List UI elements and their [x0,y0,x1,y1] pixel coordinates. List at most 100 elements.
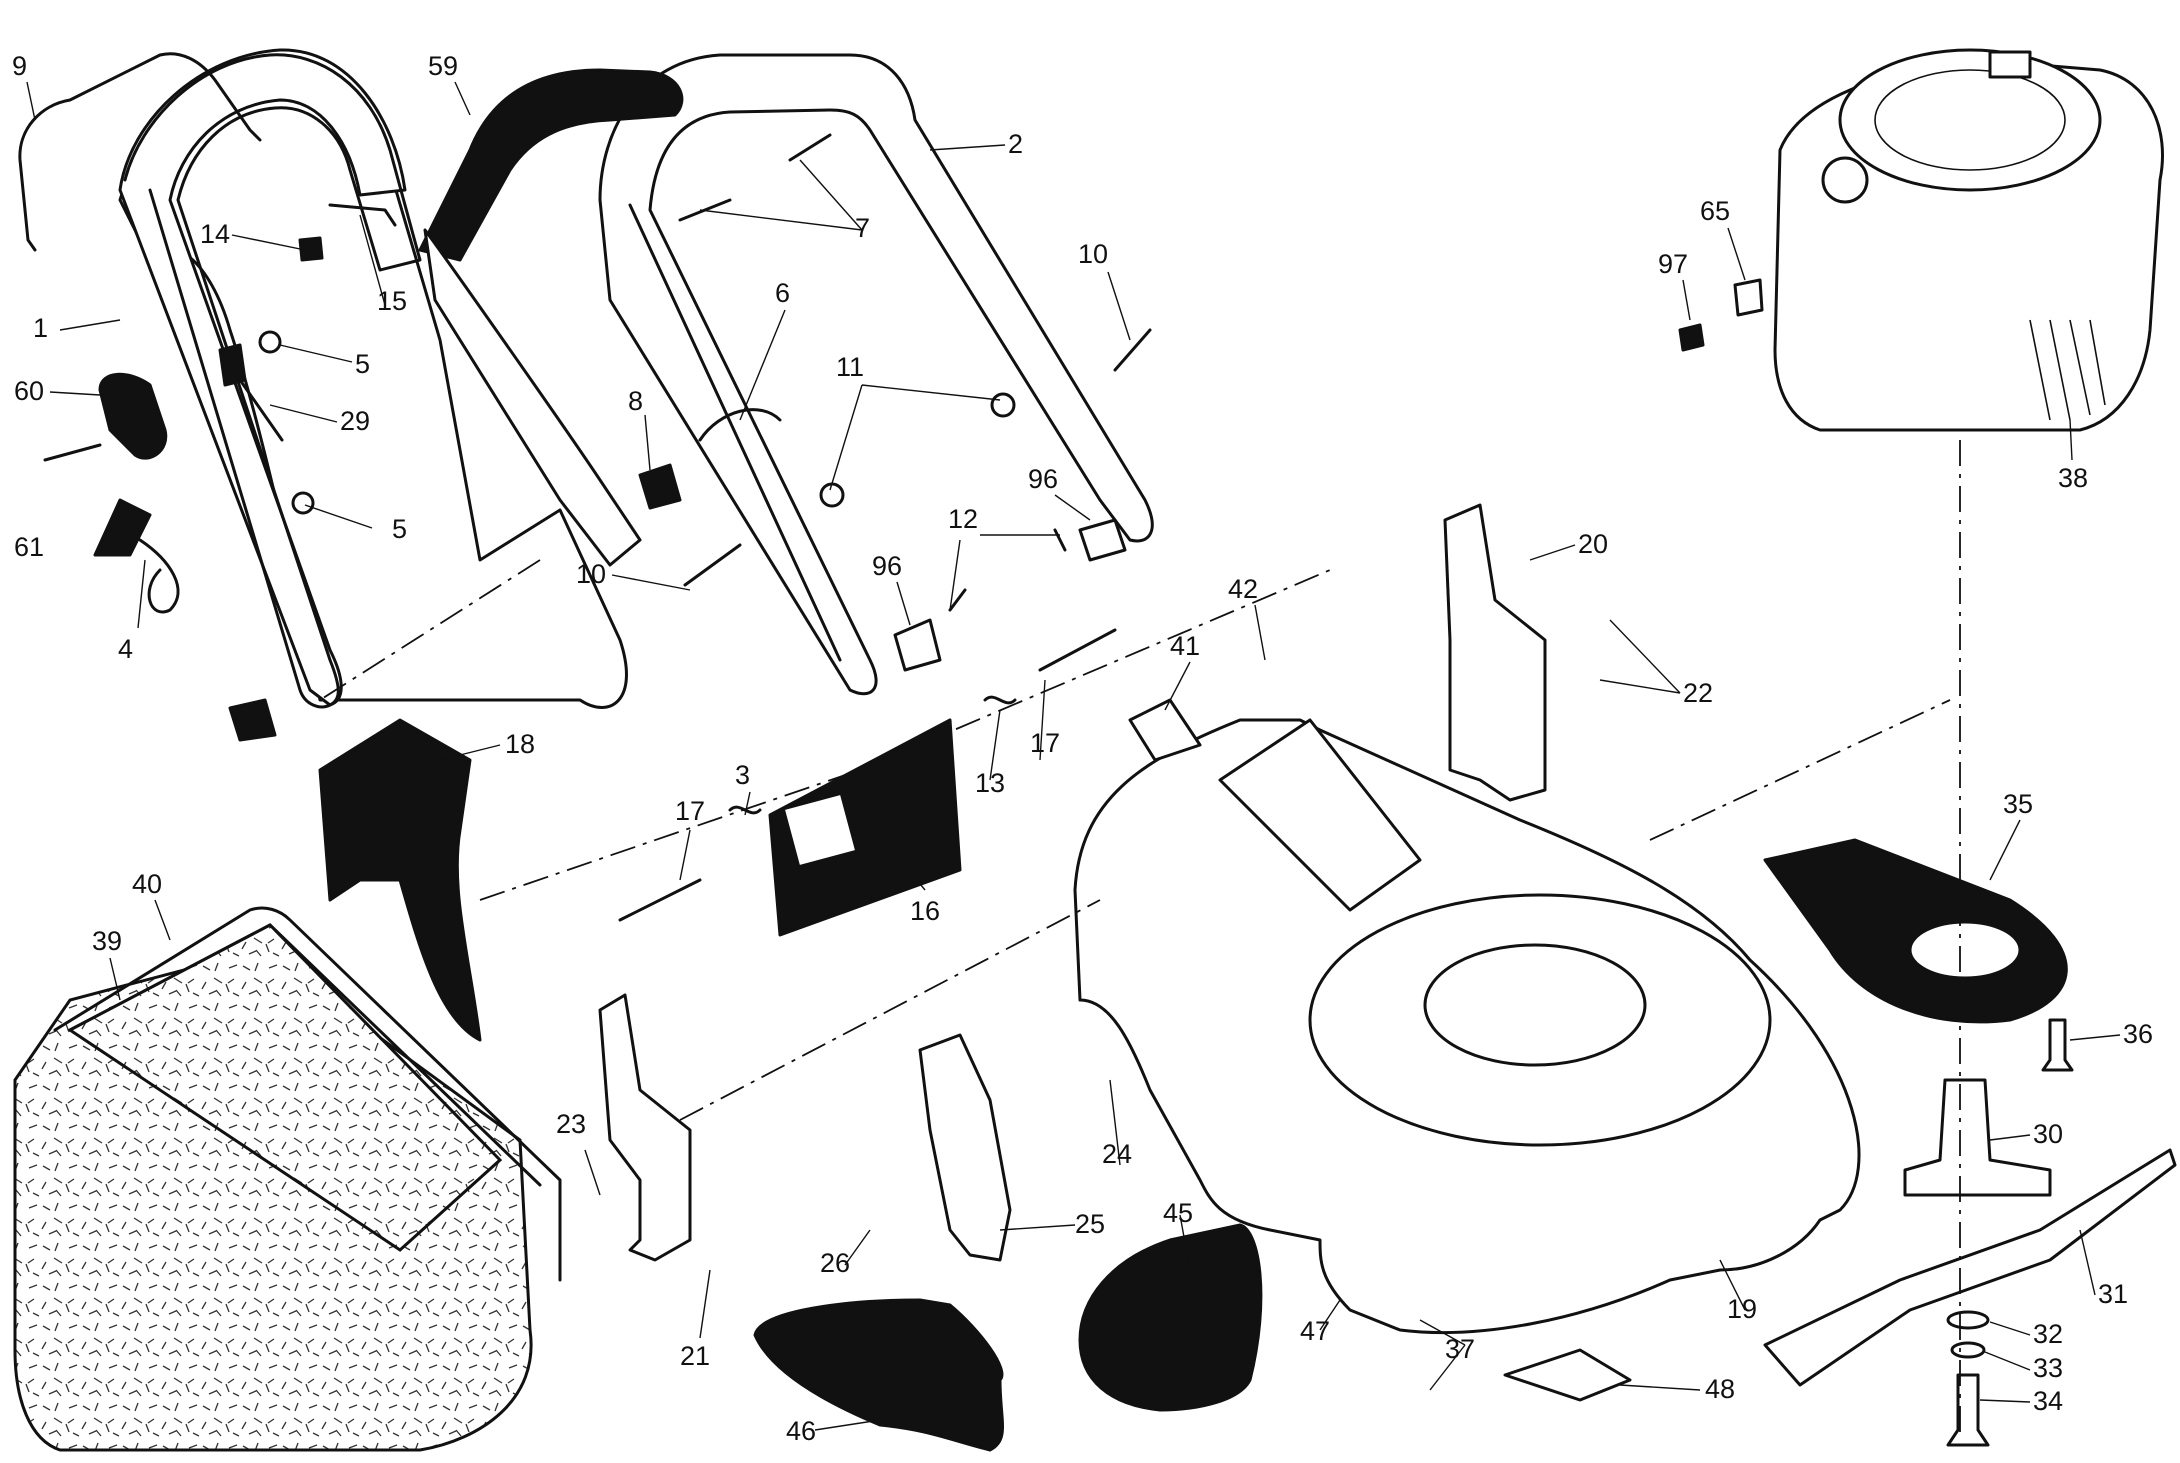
door-16 [768,718,962,937]
callout-label: 42 [1228,574,1258,604]
spacer-5a [258,330,282,354]
bail-wire-9-end [23,208,37,252]
callout-label: 60 [14,376,44,406]
callout-label: 32 [2033,1319,2063,1349]
washer-32 [1946,1310,1990,1330]
washer-33 [1950,1341,1986,1359]
callout-label: 34 [2033,1386,2063,1416]
callout-label: 45 [1163,1198,1193,1228]
callout-label: 30 [2033,1119,2063,1149]
bracket-48 [1503,1348,1632,1402]
callout-label: 38 [2058,463,2088,493]
callout-label: 36 [2123,1019,2153,1049]
centerline-door [479,569,1331,901]
callout-label: 40 [132,869,162,899]
callout-label: 10 [576,559,606,589]
screw-14 [298,236,324,262]
callout-label: 41 [1170,631,1200,661]
grip-59 [418,68,684,262]
callout-label: 18 [505,729,535,759]
callout-label: 11 [836,352,864,382]
clamp-6 [698,408,782,442]
centerline-bracket [1649,699,1951,841]
upper-handle-2-inner [628,203,842,662]
callout-label: 97 [1658,249,1688,279]
handle-1-outline [123,53,422,707]
handle-tube-left [423,228,642,567]
rod-17b [618,878,702,922]
callout-label: 4 [118,634,133,664]
deck-19-mount [1423,943,1647,1067]
blade-adapter-35 [1763,838,2068,1024]
clip-15 [328,203,397,227]
callout-label: 35 [2003,789,2033,819]
callout-label: 21 [680,1341,710,1371]
callout-label: 33 [2033,1353,2063,1383]
bolt-36 [2041,1018,2074,1072]
callout-label: 47 [1300,1316,1330,1346]
callout-label: 10 [1078,239,1108,269]
callout-label: 29 [340,406,370,436]
callout-label: 46 [786,1416,816,1446]
bolt-10a [1113,328,1152,372]
cable-4 [138,538,180,614]
bracket-65 [1733,278,1764,317]
callout-label: 20 [1578,529,1608,559]
callout-label: 48 [1705,1374,1735,1404]
blade-31 [1763,1148,2177,1387]
spacer-5b [291,491,315,515]
bolt-61 [43,443,102,462]
baffle-45 [1078,1223,1263,1412]
control-29 [218,343,247,387]
spacer-30 [1903,1078,2052,1197]
engine-38 [1773,48,2164,432]
guide-18 [318,718,482,1042]
handle-1-inner [148,188,332,709]
plate-21 [598,993,692,1262]
bolt-7a [788,133,832,162]
callout-label: 9 [12,51,27,81]
door-16-window [781,791,859,869]
bail-wire-9 [18,52,262,212]
callout-label: 5 [355,349,370,379]
callout-label: 15 [377,286,407,316]
callout-label: 13 [975,768,1005,798]
callout-label: 12 [948,504,978,534]
callout-label: 37 [1445,1334,1475,1364]
flap-46 [753,1298,1004,1452]
callout-label: 25 [1075,1209,1105,1239]
adapter-hub-35 [1908,920,2022,980]
callout-label: 59 [428,51,458,81]
bag-frame-40 [53,906,562,1282]
callout-label: 14 [200,219,230,249]
callout-label: 96 [1028,464,1058,494]
callout-label: 7 [855,213,870,243]
foot-knob [228,698,277,742]
callout-label: 65 [1700,196,1730,226]
clamp-96b [1078,518,1127,562]
upper-handle-2 [598,53,1154,696]
callout-label: 8 [628,386,643,416]
spacer-11a [990,392,1016,418]
callout-label: 17 [1030,728,1060,758]
callout-label: 17 [675,796,705,826]
callout-label: 22 [1683,678,1713,708]
callout-label: 3 [735,760,750,790]
bolt-34 [1946,1373,1990,1447]
callout-label: 1 [33,313,48,343]
callout-label: 5 [392,514,407,544]
knob-4 [93,498,152,557]
callout-label: 6 [775,278,790,308]
knob-8 [638,463,682,510]
spring-13 [983,695,1017,705]
callout-label: 16 [910,896,940,926]
callout-label: 26 [820,1248,850,1278]
callout-label: 96 [872,551,902,581]
cable-control-60 [98,372,168,460]
clamp-96a [893,618,942,672]
rod-29 [238,378,284,442]
spacer-11b [819,482,845,508]
bolt-10b [683,543,742,587]
bracket-25 [918,1033,1012,1262]
